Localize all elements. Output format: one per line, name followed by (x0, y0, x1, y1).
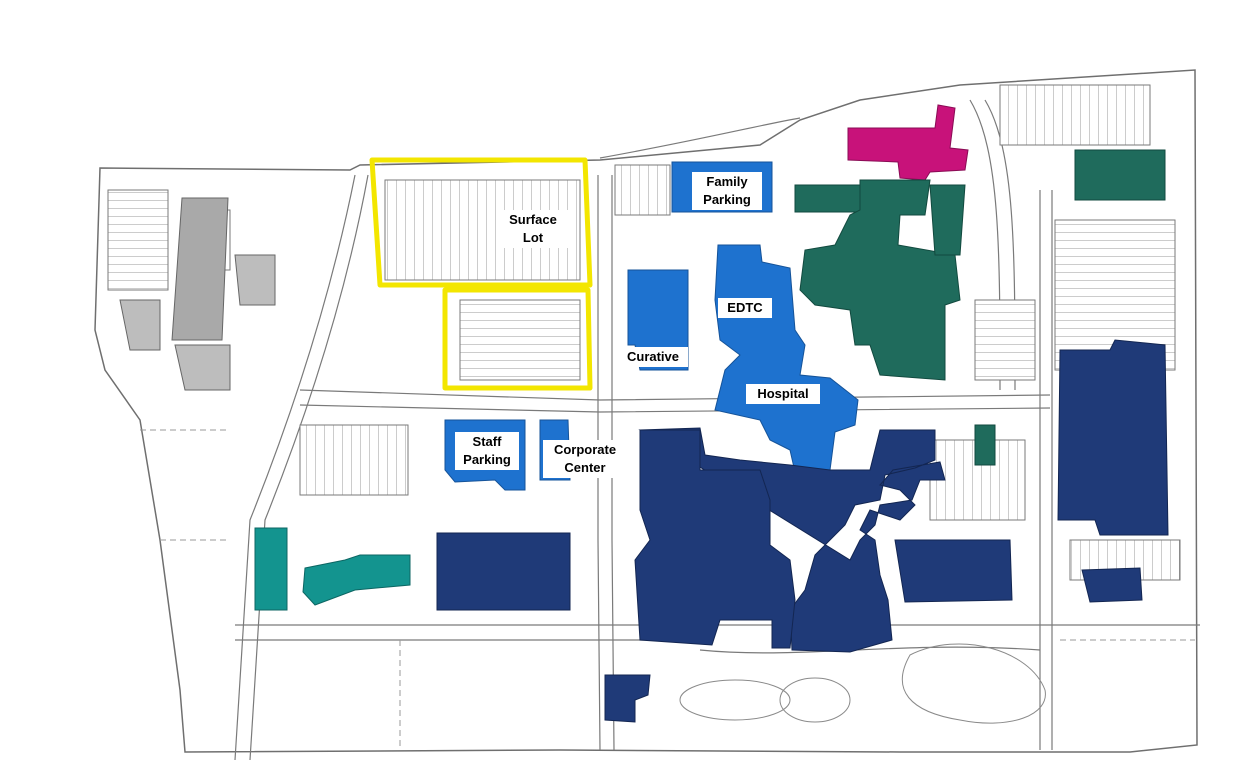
gray-building (171, 197, 229, 341)
staff-parking-label: Staff Parking (455, 432, 519, 470)
family-parking-label: Family Parking (692, 172, 762, 210)
road-icon (140, 429, 1195, 750)
edtc-label: EDTC (718, 298, 772, 318)
navy-buildings (436, 339, 1169, 723)
pond-icon (679, 643, 1046, 724)
surface-lot-label: Surface Lot (498, 210, 568, 248)
teal-buildings (254, 527, 411, 611)
green-buildings (794, 149, 1166, 466)
magenta-building (847, 104, 969, 181)
surface-lot (369, 157, 593, 391)
hospital-label: Hospital (746, 384, 820, 404)
gray-annex (119, 254, 276, 391)
curative-label: Curative (618, 347, 688, 367)
corporate-center-label: Corporate Center (543, 440, 627, 478)
